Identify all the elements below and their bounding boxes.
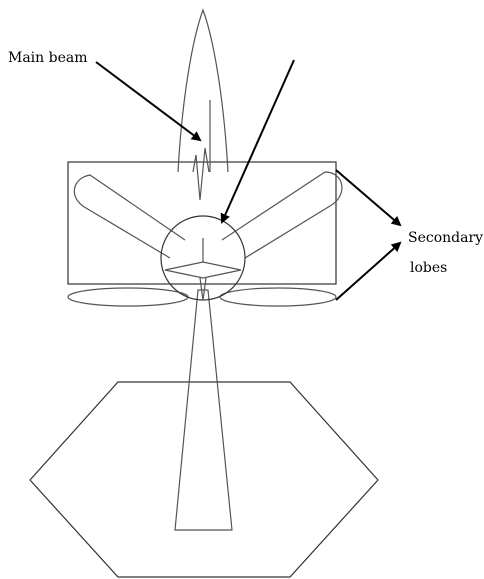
lower-right-lobe [219, 287, 337, 307]
main-beam-inner [192, 147, 210, 201]
main-beam-lobe [177, 8, 229, 173]
main-beam-arrow [95, 61, 202, 142]
lower-left-lobe [67, 287, 189, 307]
main-beam-label: Main beam [8, 50, 88, 66]
coverage-hexagon [29, 381, 379, 578]
downward-beam [174, 289, 233, 531]
antenna-lower-spike [199, 277, 207, 301]
antenna-arrow [220, 59, 295, 224]
secondary-arrow-lower [335, 241, 402, 301]
secondary-lobes-label-line2: lobes [410, 260, 447, 276]
secondary-lobes-box [67, 161, 337, 285]
upper-left-lobe [73, 174, 186, 259]
upper-right-lobe [221, 171, 343, 259]
secondary-arrow-upper [335, 169, 402, 227]
secondary-lobes-label-line1: Secondary [408, 230, 483, 246]
antenna-diamond [164, 261, 242, 279]
